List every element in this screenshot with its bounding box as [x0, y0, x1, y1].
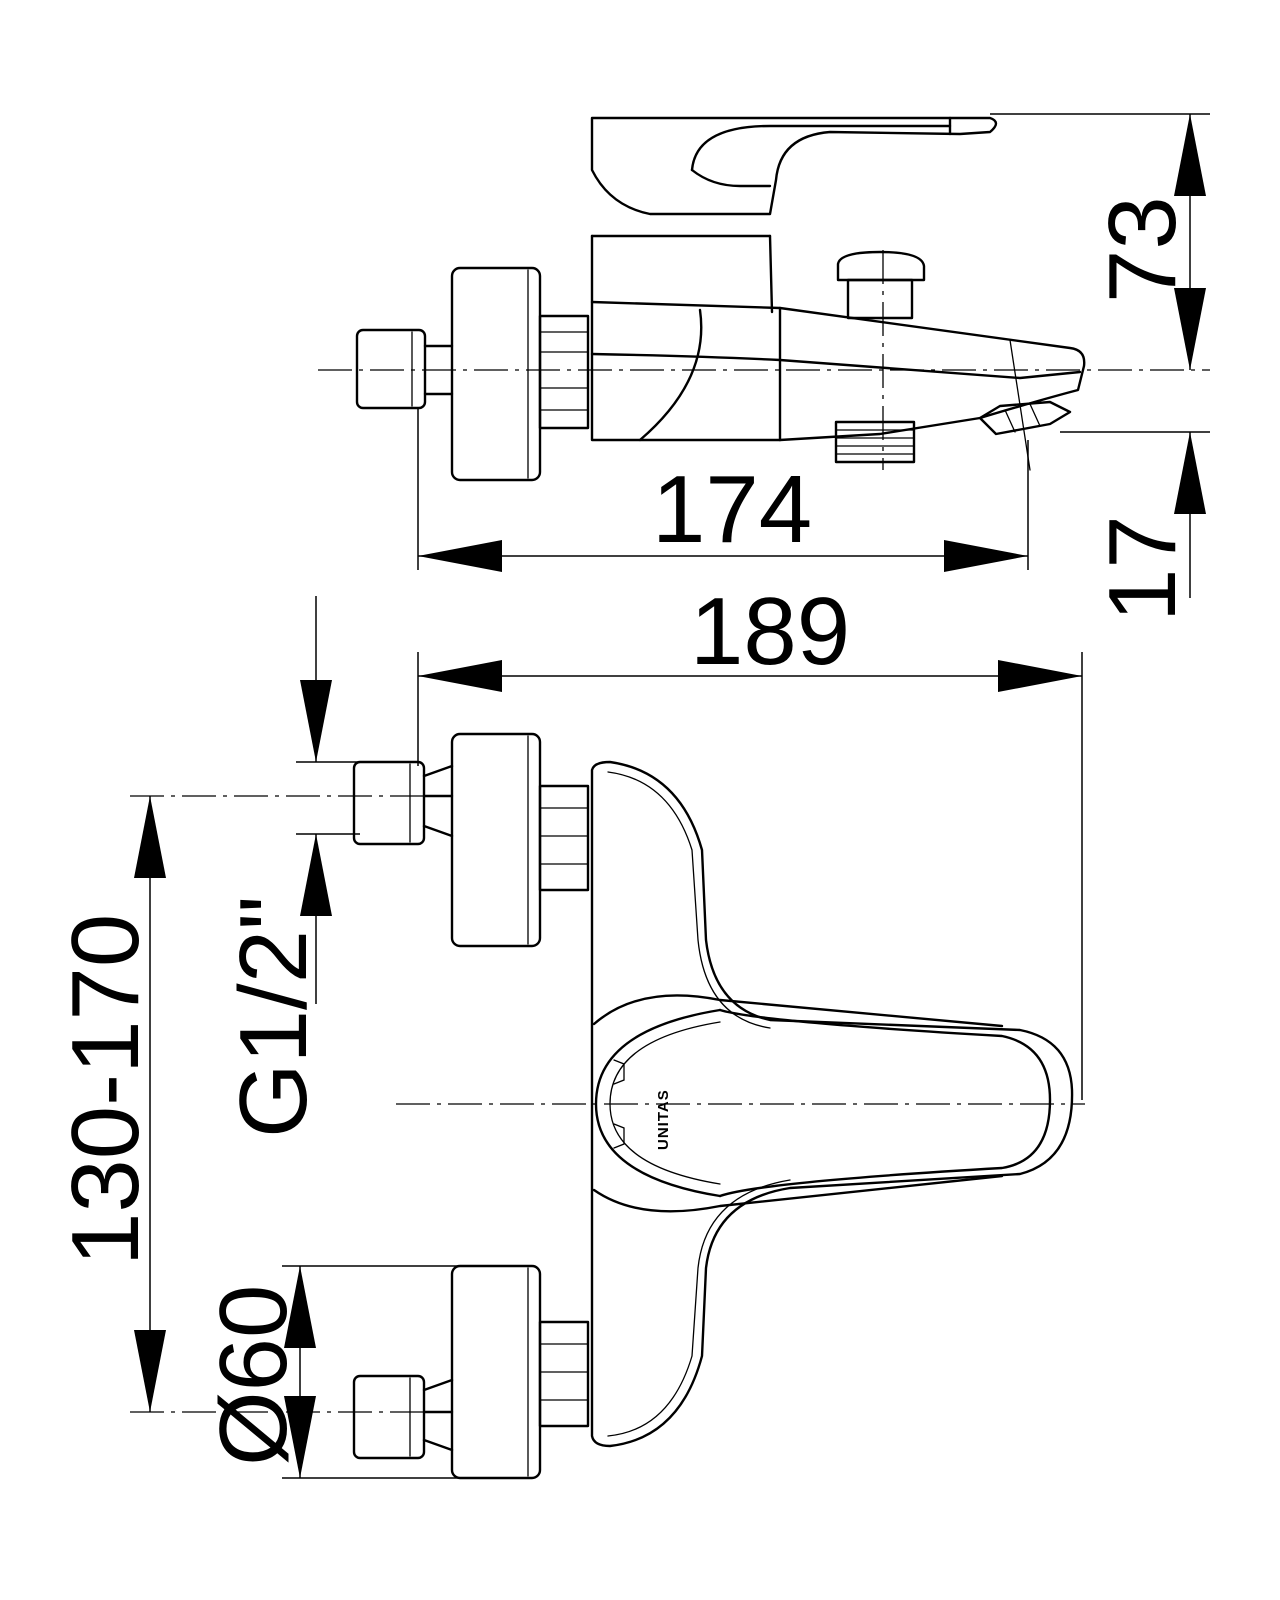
front-view-faucet — [130, 732, 1085, 1480]
top-view-dimensions — [417, 113, 1210, 598]
dim-189-label: 189 — [690, 578, 850, 685]
dim-17-label: 17 — [1089, 515, 1196, 622]
front-view-dimensions — [134, 596, 1083, 1479]
top-view-faucet — [318, 116, 1210, 482]
dim-130-170-label: 130-170 — [52, 914, 159, 1266]
dim-73-label: 73 — [1089, 196, 1196, 303]
brand-logo-text: UNITAS — [655, 1089, 672, 1150]
dim-diameter-60-label: Ø60 — [200, 1285, 307, 1466]
dim-174-label: 174 — [652, 456, 812, 563]
dim-g12-label: G1/2" — [220, 896, 327, 1138]
